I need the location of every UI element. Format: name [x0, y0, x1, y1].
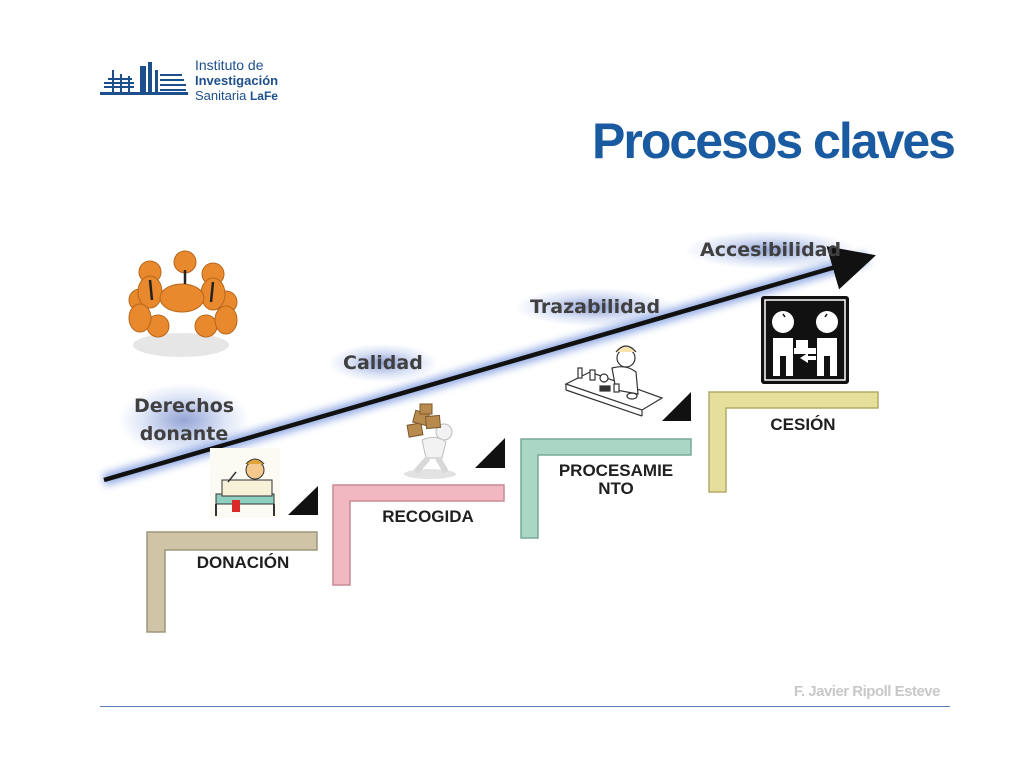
step-donacion: [146, 531, 318, 633]
lab-scientist-icon: [564, 345, 664, 417]
logo-text: Instituto de Investigación Sanitaria LaF…: [195, 58, 278, 104]
step-recogida: [332, 484, 505, 586]
label-derechos: Derechos: [134, 395, 235, 417]
label-trazabilidad-text: Trazabilidad: [530, 296, 661, 318]
step-label-recogida: RECOGIDA: [382, 507, 474, 526]
label-accesibilidad: Accesibilidad: [685, 231, 856, 269]
step-corner-3: [662, 392, 691, 421]
label-donante: donante: [139, 423, 229, 445]
building-logo-icon: [100, 62, 188, 95]
step-label-procesamiento-1: PROCESAMIE: [558, 461, 674, 480]
logo-line-2: Investigación: [195, 73, 279, 88]
step-label-cesion: CESIÓN: [770, 415, 836, 434]
step-cesion: [708, 391, 879, 493]
step-corner-1: [288, 486, 318, 515]
step-label-donacion: DONACIÓN: [196, 553, 290, 572]
step-corner-2: [475, 438, 505, 468]
logo-line-1: Instituto de: [195, 57, 264, 73]
label-trazabilidad: Trazabilidad: [515, 288, 675, 326]
sick-person-bed-icon: [210, 448, 280, 518]
label-accesibilidad-text: Accesibilidad: [700, 239, 842, 261]
handover-sign-icon: [761, 296, 849, 384]
page-title: Procesos claves: [592, 113, 956, 169]
footer-divider: [100, 706, 950, 707]
team-hands-icon: [128, 250, 238, 357]
step-label-procesamiento: PROCESAMIE NTO: [543, 462, 689, 498]
author-credit: F. Javier Ripoll Esteve: [793, 683, 941, 700]
logo-line-3-text: Sanitaria: [195, 88, 247, 103]
logo-lafe-mark: LaFe: [249, 89, 278, 103]
label-calidad: Calidad: [329, 344, 437, 382]
logo-line-3: Sanitaria LaFe: [195, 88, 278, 104]
step-label-procesamiento-2: NTO: [598, 479, 634, 498]
label-calidad-text: Calidad: [343, 352, 423, 374]
label-derechos-donante: Derechos donante: [119, 384, 249, 456]
institute-logo: Instituto de Investigación Sanitaria LaF…: [100, 58, 278, 108]
step-procesamiento: [520, 438, 692, 539]
person-carrying-boxes-icon: [404, 403, 456, 479]
